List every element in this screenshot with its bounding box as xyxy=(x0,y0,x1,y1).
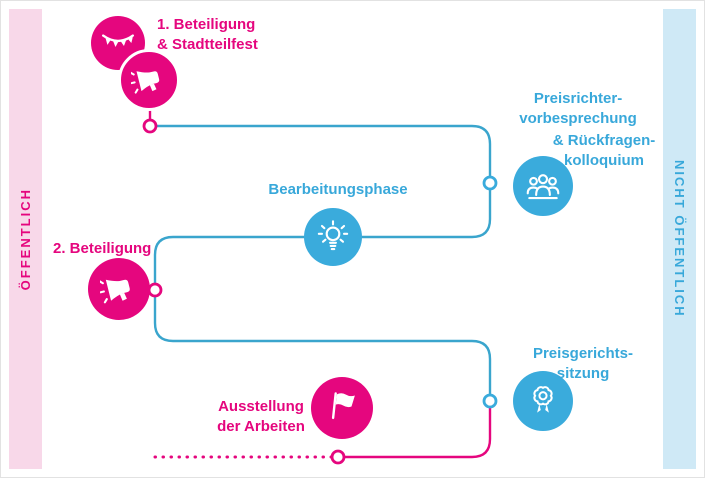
jury-session-circle xyxy=(513,371,573,431)
award-rosette-icon xyxy=(533,386,553,413)
label-jury-briefing-line4: kolloquium xyxy=(564,152,644,169)
megaphone-icon xyxy=(100,279,130,304)
label-exhibition-line2: der Arbeiten xyxy=(217,418,305,435)
label-jury-session-line1: Preisgerichts- xyxy=(532,345,634,362)
non-public-band: NICHT ÖFFENTLICH xyxy=(663,9,696,469)
label-work-phase: Bearbeitungsphase xyxy=(258,180,418,200)
node-step2 xyxy=(147,282,163,298)
jury-briefing-circle xyxy=(513,156,573,216)
label-exhibition: Ausstellung der Arbeiten xyxy=(200,397,322,437)
node-jury-session xyxy=(482,393,498,409)
label-work-phase-line1: Bearbeitungsphase xyxy=(268,181,408,198)
public-band: ÖFFENTLICH xyxy=(9,9,42,469)
node-step1 xyxy=(142,118,158,134)
label-exhibition-line1: Ausstellung xyxy=(218,398,304,415)
label-step1: 1. Beteiligung & Stadtteilfest xyxy=(157,15,297,55)
label-jury-session-line2: sitzung xyxy=(556,365,610,382)
label-jury-briefing-bottom: & Rückfragen- kolloquium xyxy=(534,131,674,171)
jury-people-icon xyxy=(526,174,560,200)
label-step2: 2. Beteiligung xyxy=(53,239,173,259)
label-jury-briefing-line2: vorbesprechung xyxy=(519,110,637,127)
exhibition-circle xyxy=(311,377,373,439)
connector-step1-to-jury-briefing xyxy=(156,124,492,176)
bunting-icon xyxy=(102,34,134,48)
lightbulb-icon xyxy=(317,220,349,251)
label-step2-line1: 2. Beteiligung xyxy=(53,240,152,257)
flag-icon xyxy=(331,392,355,420)
label-jury-briefing-line1: Preisrichter- xyxy=(533,90,623,107)
label-step1-line1: 1. Beteiligung xyxy=(157,16,256,33)
node-exhibition xyxy=(330,449,346,465)
work-phase-circle xyxy=(304,208,362,266)
step1-megaphone-circle xyxy=(118,49,180,111)
label-jury-briefing-line3: & Rückfragen- xyxy=(552,132,656,149)
non-public-band-label: NICHT ÖFFENTLICH xyxy=(672,160,687,318)
connector-jury-session-to-exhibition xyxy=(344,407,492,459)
label-step1-line2: & Stadtteilfest xyxy=(157,36,258,53)
node-jury-briefing xyxy=(482,175,498,191)
label-jury-session: Preisgerichts- sitzung xyxy=(513,344,653,384)
connector-step2-to-jury-session xyxy=(153,296,492,394)
megaphone-icon xyxy=(131,71,160,94)
step2-megaphone-circle xyxy=(88,258,150,320)
label-jury-briefing-top: Preisrichter- vorbesprechung xyxy=(498,89,658,129)
